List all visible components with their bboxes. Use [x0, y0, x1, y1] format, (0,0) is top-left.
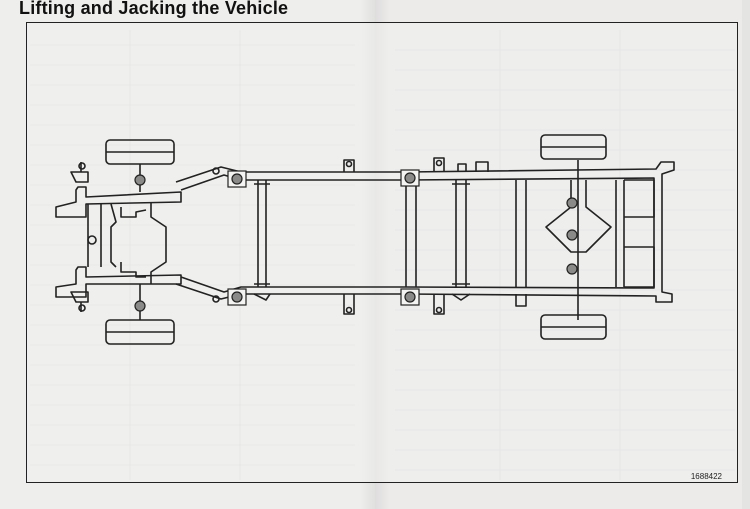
- lift-point-mid-lower: [404, 291, 416, 303]
- frame-rail-inner: [180, 174, 655, 293]
- body-mount-bottom-2: [433, 294, 445, 315]
- front-stabilizer-bar: [70, 171, 89, 183]
- figure-id: 1688422: [690, 472, 722, 481]
- lift-point-rear-axle-lower: [566, 263, 578, 275]
- front-mount-hole-upper: [78, 162, 86, 170]
- front-crossmember-upper: [55, 186, 182, 218]
- crossmember-5: [615, 180, 625, 287]
- lift-point-mid-upper: [404, 172, 416, 184]
- body-mount-bottom-3: [515, 294, 527, 307]
- lift-point-front-axle-lower: [134, 300, 146, 312]
- rear-crossmember: [624, 179, 655, 218]
- lift-point-rear-axle-center: [566, 229, 578, 241]
- figure-frame: [26, 22, 738, 483]
- chassis-diagram: [55, 134, 675, 345]
- page-title: Lifting and Jacking the Vehicle: [19, 0, 289, 18]
- crossmember-3: [455, 180, 467, 287]
- lift-point-front-lower: [231, 291, 243, 303]
- front-crossmember-lower: [55, 266, 182, 298]
- body-mount-top-1: [343, 159, 355, 172]
- body-mount-top-4: [475, 161, 489, 172]
- crossmember-4: [515, 180, 527, 287]
- crossmember-2: [405, 180, 417, 287]
- body-mount-top-3: [457, 163, 467, 172]
- front-center-hole: [87, 235, 97, 245]
- lift-point-front-upper: [231, 173, 243, 185]
- body-mount-bottom-1: [343, 294, 355, 315]
- lift-point-rear-axle-upper: [566, 197, 578, 209]
- crossmember-1: [257, 180, 267, 287]
- body-mount-top-2: [433, 157, 445, 172]
- lift-point-front-axle-upper: [134, 174, 146, 186]
- front-mount-hole-lower: [78, 304, 86, 312]
- page-edge: [742, 0, 750, 509]
- frame-rail-upper: [175, 161, 675, 303]
